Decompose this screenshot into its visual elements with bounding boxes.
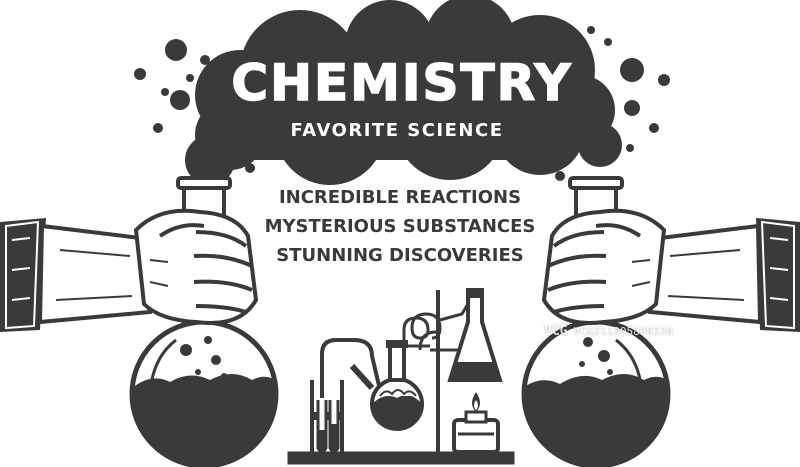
watermark-logo: VCG bbox=[544, 323, 568, 339]
poster-subtitle: FAVORITE SCIENCE bbox=[291, 120, 504, 141]
smoke-cloud bbox=[185, 0, 622, 185]
taglines: INCREDIBLE REACTIONS MYSTERIOUS SUBSTANC… bbox=[265, 187, 536, 266]
left-hand bbox=[0, 208, 259, 332]
tagline-1: INCREDIBLE REACTIONS bbox=[279, 187, 521, 208]
watermark: VCG VCG211305808338 bbox=[544, 318, 794, 344]
poster-title: CHEMISTRY bbox=[231, 54, 572, 112]
tagline-2: MYSTERIOUS SUBSTANCES bbox=[265, 216, 536, 237]
right-hand bbox=[541, 208, 800, 332]
tagline-3: STUNNING DISCOVERIES bbox=[276, 245, 523, 266]
cloud-bubbles bbox=[134, 26, 670, 181]
lab-apparatus bbox=[287, 288, 515, 465]
watermark-id: VCG211305808338 bbox=[573, 324, 673, 338]
